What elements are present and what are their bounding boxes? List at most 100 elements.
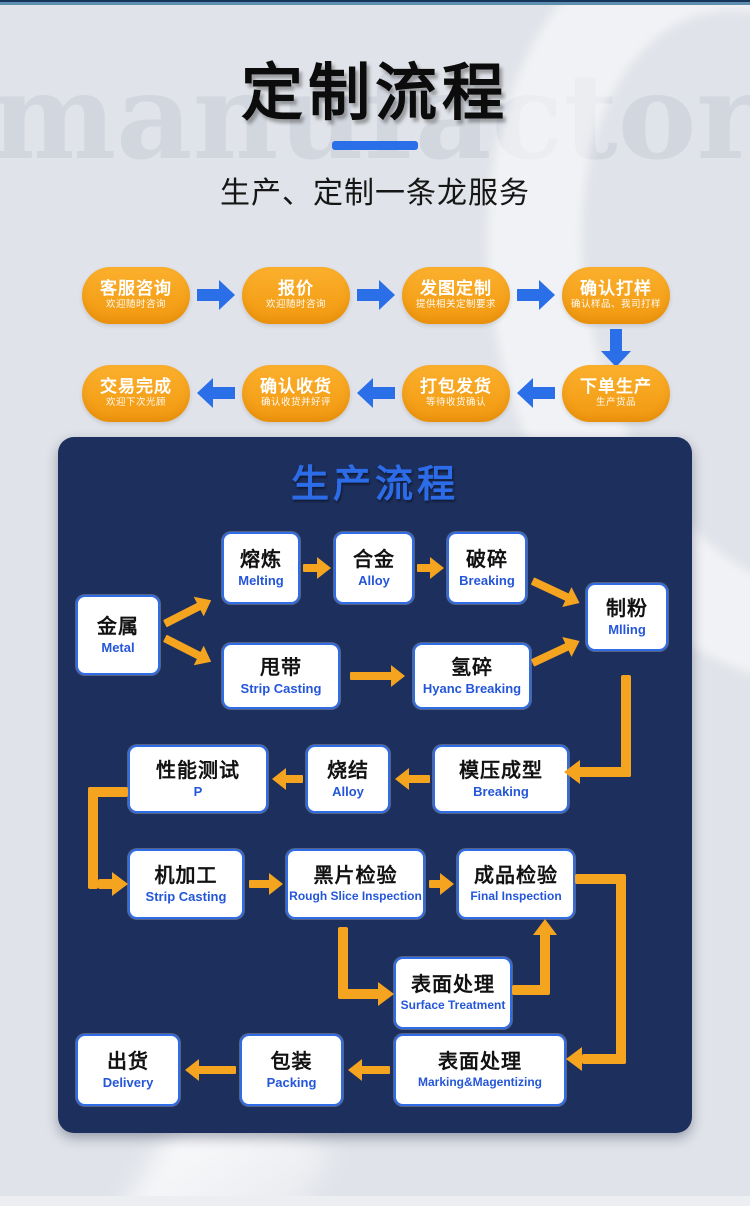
- arrow-left-icon: [517, 378, 555, 408]
- connector-rough-to-surface: [338, 989, 382, 999]
- flow-box-zh-label: 性能测试: [156, 759, 240, 782]
- flow-box-en-label: Alloy: [358, 572, 390, 588]
- arrow-right-icon: [197, 280, 235, 310]
- flow-box-zh-label: 模压成型: [459, 759, 543, 782]
- step-sublabel: 确认收货并好评: [260, 397, 331, 409]
- flow-box-en-label: P: [193, 783, 203, 799]
- flow-box-en-label: Breaking: [473, 783, 529, 799]
- step-deal-done: 交易完成 欢迎下次光顾: [82, 364, 190, 422]
- flow-box-zh-label: 表面处理: [411, 974, 495, 996]
- step-place-order: 下单生产 生产货品: [562, 364, 670, 422]
- step-label: 报价: [278, 279, 314, 299]
- step-label: 发图定制: [420, 279, 492, 299]
- step-label: 打包发货: [420, 377, 492, 397]
- flow-box-zh-label: 烧结: [327, 759, 369, 782]
- flow-box-metal: 金属 Metal: [76, 595, 160, 675]
- arrow-down-icon: [601, 329, 631, 367]
- connector-breaking-to-milling: [528, 571, 585, 613]
- flow-box-zh-label: 制粉: [606, 597, 648, 620]
- flow-box-sintering: 烧结 Alloy: [306, 745, 390, 813]
- step-sublabel: 提供相关定制要求: [415, 299, 496, 311]
- flow-box-breaking: 破碎 Breaking: [447, 532, 527, 604]
- flow-box-strip-casting: 甩带 Strip Casting: [222, 643, 340, 709]
- flow-box-zh-label: 机加工: [154, 864, 218, 887]
- flow-box-packing: 包装 Packing: [240, 1034, 343, 1106]
- flow-box-zh-label: 氢碎: [451, 656, 493, 679]
- connector-rough-to-final: [429, 873, 454, 895]
- flow-box-zh-label: 黑片检验: [313, 865, 398, 887]
- flow-box-en-label: Rough Slice Inspection: [289, 889, 422, 903]
- step-label: 确认打样: [580, 279, 652, 299]
- flow-box-en-label: Metal: [101, 639, 135, 655]
- connector-surface-to-final: [512, 985, 550, 995]
- flow-box-en-label: Melting: [238, 572, 284, 588]
- flow-box-milling: 制粉 Mlling: [586, 583, 668, 651]
- connector-alloy-to-breaking: [417, 557, 444, 579]
- step-sublabel: 确认样品、我司打样: [570, 299, 661, 311]
- step-label: 交易完成: [100, 377, 172, 397]
- service-flow-row-1: 客服咨询 欢迎随时咨询 报价 欢迎随时咨询 发图定制 提供相关定制要求 确认打样…: [82, 266, 670, 324]
- step-label: 确认收货: [260, 377, 332, 397]
- step-confirm-sample: 确认打样 确认样品、我司打样: [562, 266, 670, 324]
- connector-final-to-marking: [582, 1054, 626, 1064]
- flow-box-zh-label: 熔炼: [240, 548, 282, 571]
- step-pack-ship: 打包发货 等待收货确认: [402, 364, 510, 422]
- flow-box-en-label: Final Inspection: [470, 889, 562, 903]
- flow-box-en-label: Hyanc Breaking: [422, 680, 522, 696]
- arrow-right-icon: [357, 280, 395, 310]
- connector-final-to-marking: [575, 874, 623, 884]
- flow-box-zh-label: 表面处理: [438, 1051, 522, 1073]
- bottom-section-edge: [0, 1196, 750, 1206]
- top-divider-bar: [0, 0, 750, 5]
- production-process-panel: 生产流程 金属 Metal 熔炼 Melting 合金 Alloy 破碎 Bre…: [58, 437, 692, 1133]
- flow-box-zh-label: 包装: [270, 1050, 313, 1073]
- flow-box-zh-label: 合金: [353, 548, 395, 571]
- flow-box-en-label: Mlling: [608, 621, 646, 637]
- step-sublabel: 欢迎随时咨询: [265, 299, 326, 311]
- connector-final-to-marking-arrowhead: [566, 1047, 582, 1071]
- flow-box-machining: 机加工 Strip Casting: [128, 849, 244, 919]
- flow-box-zh-label: 出货: [107, 1050, 149, 1073]
- step-label: 下单生产: [580, 377, 652, 397]
- connector-final-to-marking: [616, 874, 626, 1064]
- connector-hydrogen-to-milling: [528, 631, 585, 673]
- page-subtitle: 生产、定制一条龙服务: [220, 177, 530, 210]
- step-sublabel: 生产货品: [595, 397, 636, 409]
- flow-box-molding: 模压成型 Breaking: [433, 745, 569, 813]
- flow-box-en-label: Strip Casting: [145, 888, 227, 904]
- flow-box-en-label: Surface Treatment: [400, 998, 506, 1012]
- background-watermark: manufactor: [0, 47, 750, 186]
- flow-box-performance-test: 性能测试 P: [128, 745, 268, 813]
- connector-machining-to-rough: [249, 873, 283, 895]
- connector-melting-to-alloy: [303, 557, 331, 579]
- flow-box-en-label: Alloy: [332, 783, 364, 799]
- flow-box-alloy: 合金 Alloy: [334, 532, 414, 604]
- page-title: 定制流程: [240, 59, 509, 128]
- flow-box-melting: 熔炼 Melting: [222, 532, 300, 604]
- service-flow-row-2: 交易完成 欢迎下次光顾 确认收货 确认收货并好评 打包发货 等待收货确认 下单生…: [82, 364, 670, 422]
- arrow-right-icon: [517, 280, 555, 310]
- flow-box-en-label: Packing: [266, 1074, 317, 1090]
- step-label: 客服咨询: [100, 279, 172, 299]
- flow-box-final-inspection: 成品检验 Final Inspection: [457, 849, 575, 919]
- flow-box-en-label: Breaking: [459, 572, 515, 588]
- step-confirm-receipt: 确认收货 确认收货并好评: [242, 364, 350, 422]
- step-sublabel: 等待收货确认: [425, 397, 486, 409]
- connector-milling-to-molding: [578, 767, 631, 777]
- connector-metal-to-melting: [160, 590, 217, 633]
- flow-box-en-label: Marking&Magentizing: [417, 1075, 542, 1089]
- arrow-left-icon: [197, 378, 235, 408]
- step-send-design: 发图定制 提供相关定制要求: [402, 266, 510, 324]
- connector-rough-to-surface-arrowhead: [378, 982, 394, 1006]
- connector-performance-to-machining: [88, 787, 128, 797]
- flow-box-hydrogen-breaking: 氢碎 Hyanc Breaking: [413, 643, 531, 709]
- flow-box-en-label: Strip Casting: [240, 680, 322, 696]
- connector-sintering-to-performance: [272, 768, 303, 790]
- step-customer-service: 客服咨询 欢迎随时咨询: [82, 266, 190, 324]
- flow-box-marking-magnetizing: 表面处理 Marking&Magentizing: [394, 1034, 566, 1106]
- connector-marking-to-packing: [348, 1059, 390, 1081]
- connector-surface-to-final: [540, 931, 550, 991]
- step-sublabel: 欢迎下次光顾: [105, 397, 166, 409]
- connector-performance-to-machining-arrowhead: [112, 872, 128, 896]
